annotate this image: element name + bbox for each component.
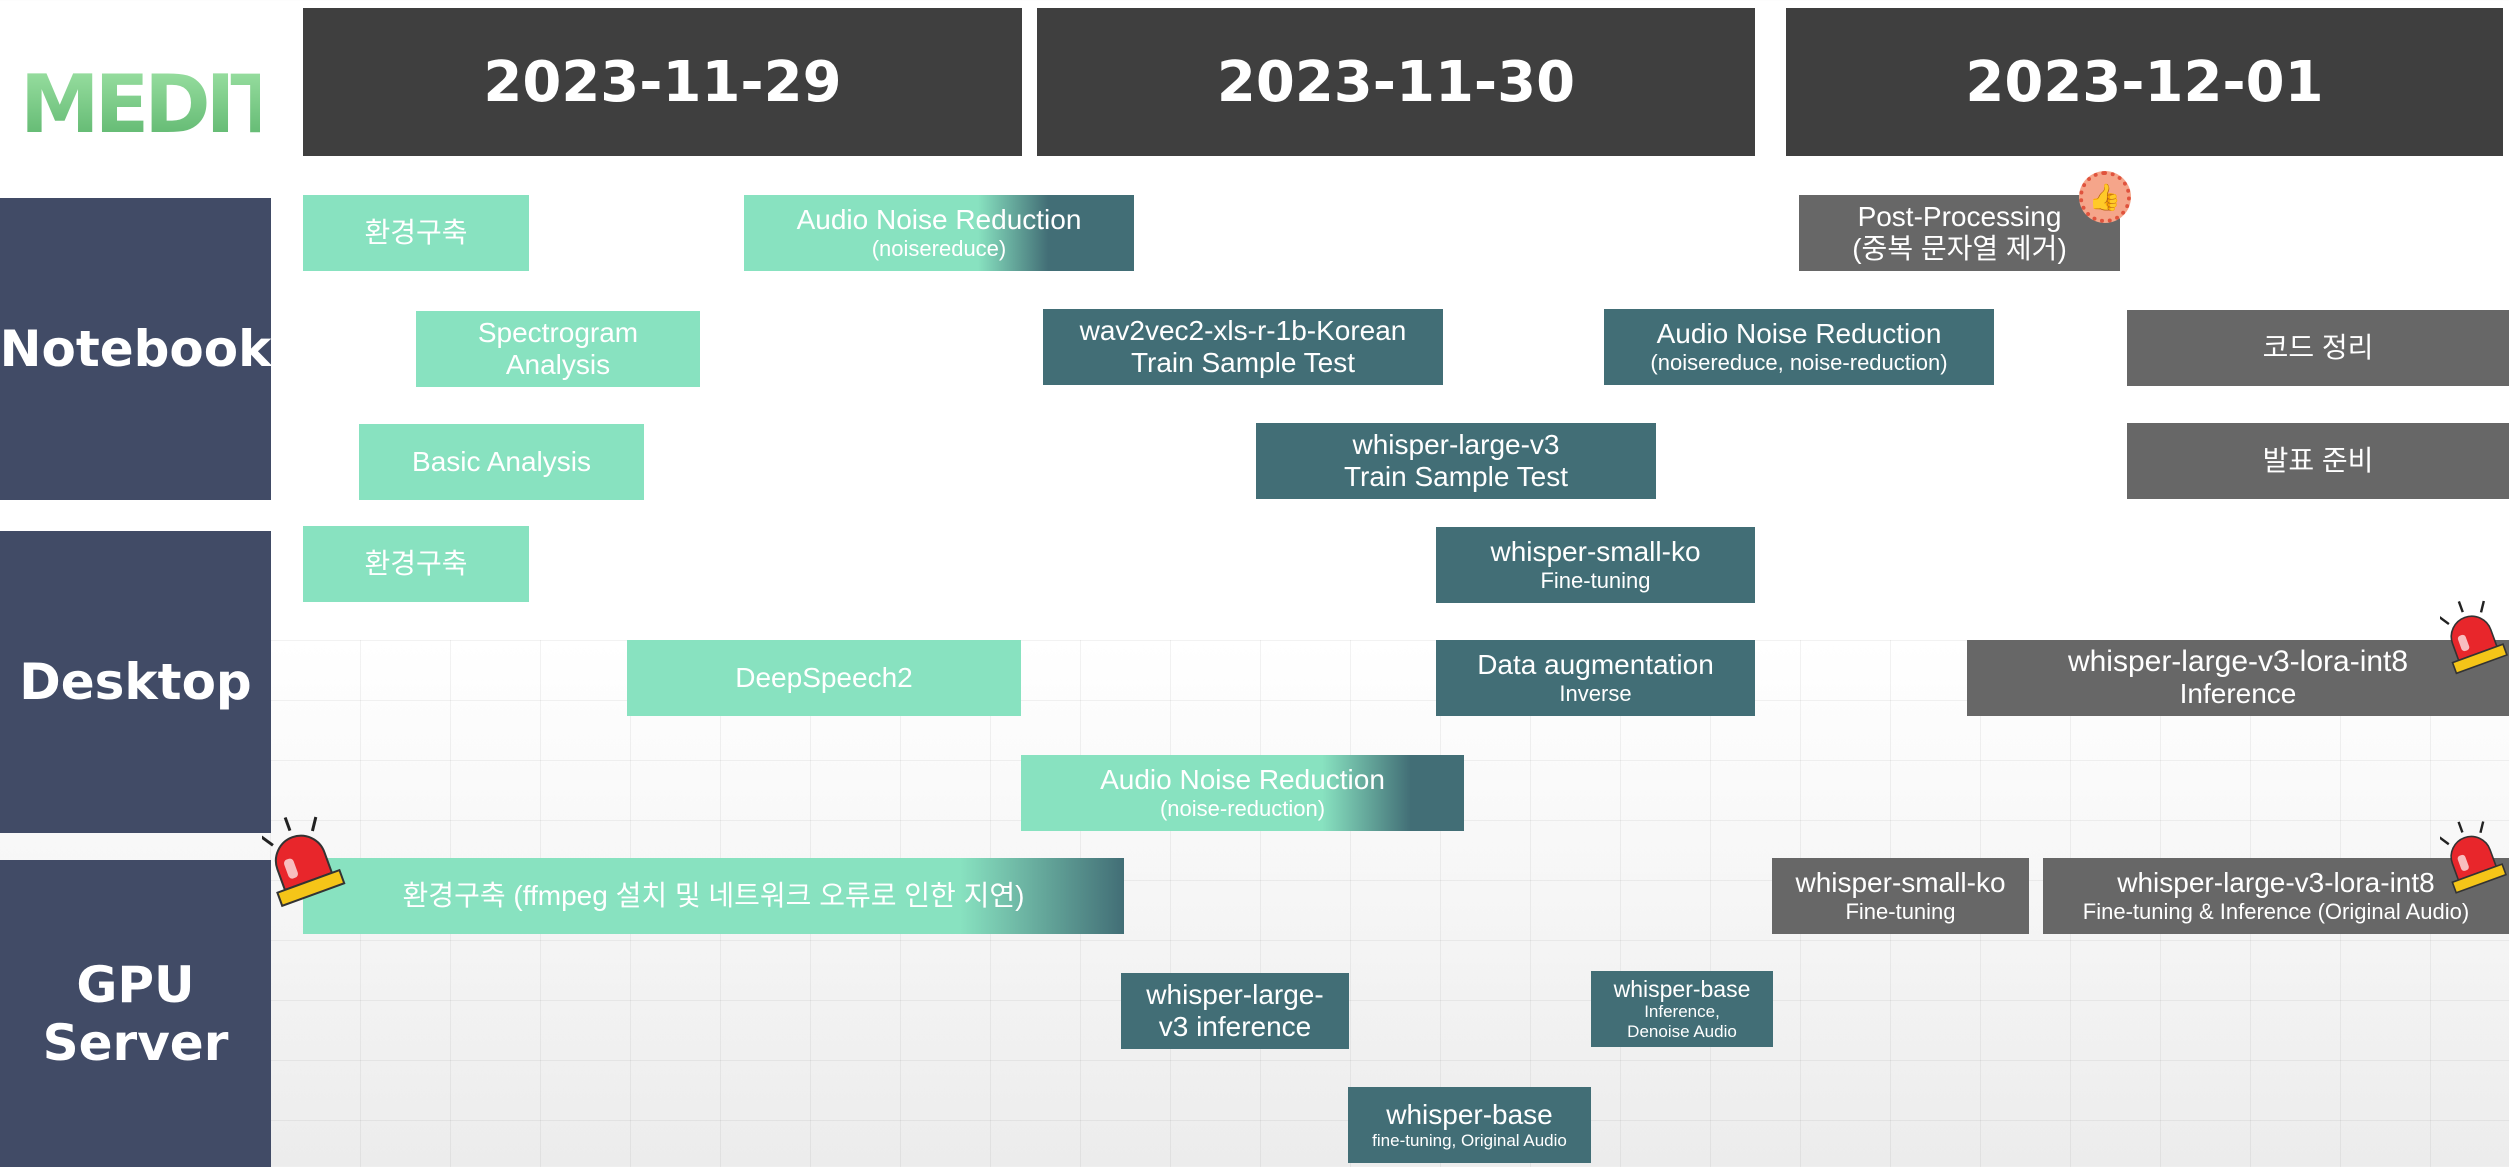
- task-notebook-code-cleanup[interactable]: 코드 정리: [2127, 310, 2509, 386]
- task-title: Basic Analysis: [412, 446, 591, 477]
- task-gpu-whisper-large-inference[interactable]: whisper-large- v3 inference: [1121, 973, 1349, 1049]
- task-subtitle: (noisereduce): [871, 236, 1007, 261]
- lane-notebook: Notebook: [0, 198, 271, 500]
- date-header-3: 2023-12-01: [1786, 8, 2503, 156]
- lane-label: Notebook: [0, 320, 272, 378]
- task-gpu-whisper-small-finetuning[interactable]: whisper-small-ko Fine-tuning: [1772, 858, 2029, 934]
- task-notebook-env-setup[interactable]: 환경구축: [303, 195, 529, 271]
- task-gpu-whisper-base-inference[interactable]: whisper-base Inference, Denoise Audio: [1591, 971, 1773, 1047]
- lane-label: Desktop: [19, 653, 252, 711]
- task-title: 환경구축: [364, 548, 468, 579]
- task-desktop-audio-noise-reduction[interactable]: Audio Noise Reduction (noise-reduction): [1021, 755, 1464, 831]
- task-subtitle: Inference: [2179, 678, 2297, 709]
- task-title: 환경구축 (ffmpeg 설치 및 네트워크 오류로 인한 지연): [402, 880, 1025, 911]
- task-subtitle: Inverse: [1559, 681, 1632, 706]
- task-notebook-whisper-large-v3-test[interactable]: whisper-large-v3 Train Sample Test: [1256, 423, 1656, 499]
- task-title: Post-Processing: [1857, 201, 2062, 232]
- task-notebook-audio-noise-reduction[interactable]: Audio Noise Reduction (noisereduce): [744, 195, 1134, 271]
- task-title: Audio Noise Reduction: [796, 204, 1082, 235]
- task-notebook-wav2vec2-test[interactable]: wav2vec2-xls-r-1b-Korean Train Sample Te…: [1043, 309, 1443, 385]
- task-desktop-whisper-small-finetuning[interactable]: whisper-small-ko Fine-tuning: [1436, 527, 1755, 603]
- task-title: Audio Noise Reduction: [1656, 318, 1942, 349]
- task-notebook-basic-analysis[interactable]: Basic Analysis: [359, 424, 644, 500]
- task-title: 코드 정리: [2262, 332, 2374, 363]
- task-title: Data augmentation: [1477, 649, 1714, 680]
- lane-gpu-server: GPU Server: [0, 860, 271, 1167]
- task-subtitle: fine-tuning, Original Audio: [1372, 1131, 1567, 1150]
- task-subtitle: Fine-tuning & Inference (Original Audio): [2082, 899, 2470, 924]
- task-desktop-whisper-lora-inference[interactable]: whisper-large-v3-lora-int8 Inference: [1967, 640, 2509, 716]
- task-subtitle: Fine-tuning: [1845, 899, 1956, 924]
- task-subtitle: (noisereduce, noise-reduction): [1650, 350, 1948, 375]
- task-title: whisper-large-v3-lora-int8: [2067, 645, 2409, 678]
- task-gpu-whisper-base-finetuning[interactable]: whisper-base fine-tuning, Original Audio: [1348, 1087, 1591, 1163]
- task-title: whisper-base: [1613, 976, 1751, 1002]
- lane-desktop: Desktop: [0, 531, 271, 833]
- task-subtitle: (중복 문자열 제거): [1852, 233, 2067, 264]
- task-title: whisper-large- v3 inference: [1146, 979, 1324, 1042]
- alarm-siren-icon: [2440, 821, 2507, 894]
- task-subtitle: (noise-reduction): [1159, 796, 1326, 821]
- thumbs-up-badge-icon: 👍: [2079, 171, 2131, 223]
- task-subtitle: Fine-tuning: [1540, 568, 1651, 593]
- task-title: DeepSpeech2: [735, 662, 913, 693]
- task-title: 발표 준비: [2262, 445, 2374, 476]
- task-title: wav2vec2-xls-r-1b-Korean: [1079, 315, 1407, 346]
- date-header-1: 2023-11-29: [303, 8, 1022, 156]
- task-desktop-data-augmentation[interactable]: Data augmentation Inverse: [1436, 640, 1755, 716]
- task-title: whisper-large-v3: [1352, 429, 1560, 460]
- task-title: whisper-small-ko: [1795, 867, 2006, 898]
- task-subtitle: Inference, Denoise Audio: [1627, 1002, 1737, 1041]
- task-notebook-presentation-prep[interactable]: 발표 준비: [2127, 423, 2509, 499]
- alarm-siren-icon: [262, 816, 346, 908]
- task-title: whisper-large-v3-lora-int8: [2117, 867, 2435, 898]
- task-desktop-deepspeech2[interactable]: DeepSpeech2: [627, 640, 1021, 716]
- task-gpu-env-setup[interactable]: 환경구축 (ffmpeg 설치 및 네트워크 오류로 인한 지연): [303, 858, 1124, 934]
- task-title: Audio Noise Reduction: [1100, 764, 1385, 795]
- task-subtitle: Train Sample Test: [1343, 461, 1569, 492]
- medit-logo: MEDIT: [20, 58, 285, 151]
- alarm-siren-icon: [2440, 600, 2508, 675]
- lane-label: GPU Server: [42, 955, 229, 1072]
- task-title: whisper-small-ko: [1490, 536, 1701, 567]
- task-subtitle: Train Sample Test: [1130, 347, 1356, 378]
- task-title: Spectrogram Analysis: [477, 317, 639, 380]
- task-title: whisper-base: [1386, 1099, 1553, 1130]
- task-gpu-whisper-lora-finetuning-inference[interactable]: whisper-large-v3-lora-int8 Fine-tuning &…: [2043, 858, 2509, 934]
- date-header-2: 2023-11-30: [1037, 8, 1755, 156]
- task-desktop-env-setup[interactable]: 환경구축: [303, 526, 529, 602]
- task-notebook-spectrogram-analysis[interactable]: Spectrogram Analysis: [416, 311, 700, 387]
- task-notebook-audio-noise-reduction-2[interactable]: Audio Noise Reduction (noisereduce, nois…: [1604, 309, 1994, 385]
- task-notebook-post-processing[interactable]: Post-Processing (중복 문자열 제거): [1799, 195, 2120, 271]
- task-title: 환경구축: [364, 217, 468, 248]
